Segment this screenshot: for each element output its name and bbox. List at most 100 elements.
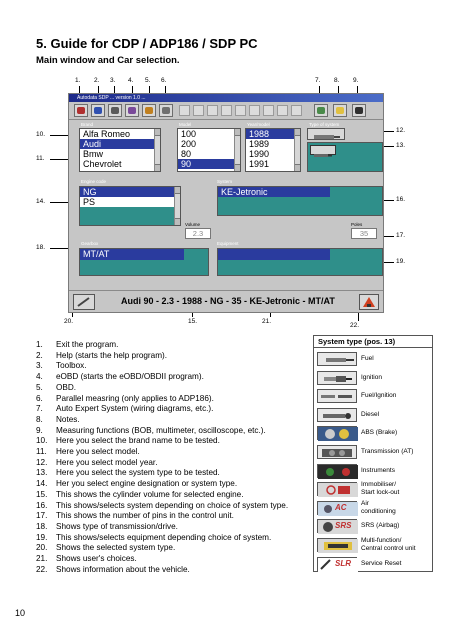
list-item: 22. Shows information about the vehicle. [36,565,316,576]
callout-7: 7. [315,77,321,84]
leader-line [319,86,320,98]
list-item-number: 19. [36,532,48,542]
system-type-label: Diesel [361,410,380,418]
brand-scrollbar[interactable] [154,129,160,171]
list-item-text: This shows the cylinder volume for selec… [56,489,244,499]
toolbar-slot[interactable] [207,105,218,116]
system-type-selected[interactable] [310,145,336,157]
system-type-row: Fuel [314,350,432,368]
system-label: System [217,179,233,184]
system-type-row: Instruments [314,462,432,480]
callout-11: 11. [36,155,45,162]
list-item-text: Measuring functions (BOB, multimeter, os… [56,425,266,435]
toolbar-slot[interactable] [263,105,274,116]
list-item-text: Here you select model. [56,447,140,457]
toolbar-slot[interactable] [291,105,302,116]
toolbar-slot[interactable] [277,105,288,116]
gearbox-panel: MT/AT [79,248,209,276]
model-list[interactable]: 100 200 80 90 [177,128,241,172]
year-scrollbar[interactable] [294,129,300,171]
system-type-row: Multi-function/ Central control unit [314,536,432,554]
model-item[interactable]: 100 [181,129,197,139]
system-type-selector[interactable] [307,128,345,140]
eobd-button[interactable] [125,104,139,117]
year-item[interactable]: 1990 [249,149,270,159]
list-item-number: 22. [36,564,48,574]
toolbox-button[interactable] [108,104,122,117]
engine-code-scrollbar[interactable] [174,187,180,225]
list-item-text: Here you select the brand name to be tes… [56,436,220,446]
year-item[interactable]: 1989 [249,139,270,149]
list-item: 18.Shows type of transmission/drive. [36,522,316,533]
callout-16: 16. [396,196,406,203]
abs-icon [317,426,358,442]
system-selected[interactable]: KE-Jetronic [218,187,330,197]
list-item-text: eOBD (starts the eOBD/OBDII program). [56,372,204,382]
equipment-selected[interactable] [218,249,330,260]
icon-text: SRS [335,521,352,531]
system-type-label: Fuel [361,355,374,362]
brand-label: Brand [81,122,94,127]
system-type-label: Immobiliser/ Start lock-out [361,481,400,497]
callout-1: 1. [75,77,81,84]
model-scrollbar[interactable] [234,129,240,171]
parallel-measuring-button[interactable] [159,104,173,117]
toolbar-slot[interactable] [221,105,232,116]
obd-icon [145,107,153,114]
list-item-number: 17. [36,511,48,521]
list-item: 4.eOBD (starts the eOBD/OBDII program). [36,372,316,383]
list-item-text: OBD. [56,382,77,392]
brand-item[interactable]: Alfa Romeo [83,129,131,139]
model-item-selected[interactable]: 90 [178,159,240,169]
service-reset-icon: SLR [317,556,358,572]
window-titlebar: Autodata SDP ... version 1.0 ... [69,94,383,102]
brand-item[interactable]: Chevrolet [83,159,122,169]
toolbar-slot[interactable] [193,105,204,116]
engine-code-list[interactable]: NG PS [79,186,181,226]
notes-button[interactable] [333,104,347,117]
obd-button[interactable] [142,104,156,117]
app-window-screenshot: Autodata SDP ... version 1.0 ... Brand M… [68,93,384,313]
brand-list[interactable]: Alfa Romeo Audi Bmw Chevrolet [79,128,161,172]
list-item: 13.Here you select the system type to be… [36,468,316,479]
icon-text: SLR [335,558,351,568]
year-item-selected[interactable]: 1988 [246,129,300,139]
toolbar-slot[interactable] [179,105,190,116]
vehicle-info-button[interactable] [359,294,379,310]
list-item: 17.This shows the number of pins in the … [36,511,316,522]
engine-code-item[interactable]: PS [80,197,180,207]
system-type-label: Service Reset [361,559,402,567]
parallel-measuring-icon [162,107,170,114]
brand-item-selected[interactable]: Audi [80,139,160,149]
model-item[interactable]: 200 [181,139,197,149]
toolbar-slot[interactable] [249,105,260,116]
list-item-number: 9. [36,425,43,435]
system-type-row: Immobiliser/ Start lock-out [314,480,432,498]
help-button[interactable] [91,104,105,117]
list-item: 16.This shows/selects system depending o… [36,501,316,512]
year-list[interactable]: 1988 1989 1990 1991 [245,128,301,172]
exit-button[interactable] [74,104,88,117]
gearbox-selected[interactable]: MT/AT [80,249,184,260]
list-item-number: 7. [36,404,43,414]
system-panel: KE-Jetronic [217,186,383,216]
model-label: Model [179,122,192,127]
system-type-row: Ignition [314,369,432,387]
model-item[interactable]: 80 [181,149,192,159]
selected-system-indicator[interactable] [73,294,95,310]
measuring-functions-button[interactable] [352,104,366,117]
brand-item[interactable]: Bmw [83,149,103,159]
callout-2: 2. [94,77,100,84]
list-item-text: Shows information about the vehicle. [56,564,190,574]
leader-line [50,135,80,136]
help-icon [94,107,102,114]
description-list: 1.Exit the program.2.Help (starts the he… [36,340,316,575]
toolbar-slot[interactable] [235,105,246,116]
list-item-number: 11. [36,447,47,457]
list-item-number: 6. [36,393,43,403]
auto-expert-button[interactable] [314,104,328,117]
system-type-label: Fuel/Ignition [361,392,397,400]
year-item[interactable]: 1991 [249,159,270,169]
callout-22: 22. [350,322,360,329]
engine-code-item-selected[interactable]: NG [80,187,180,197]
